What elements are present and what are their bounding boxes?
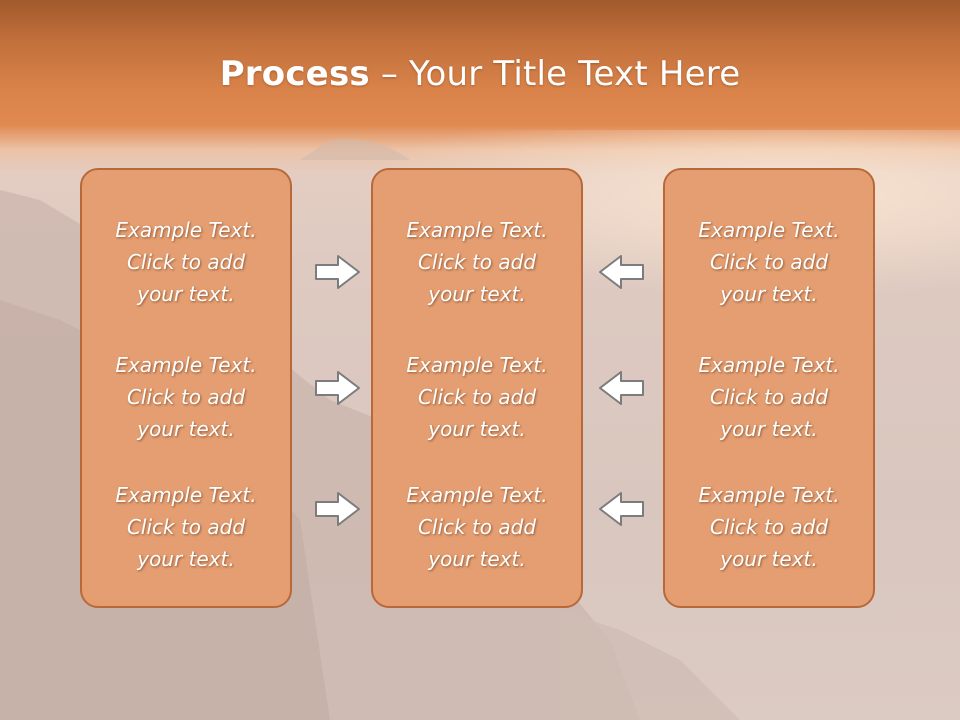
text-line: your text. <box>137 547 235 571</box>
text-line: Example Text. <box>698 353 840 377</box>
text-line: your text. <box>428 282 526 306</box>
arrow-left-icon[interactable] <box>597 369 645 407</box>
text-block[interactable]: Example Text. Click to add your text. <box>373 479 581 575</box>
text-block[interactable]: Example Text. Click to add your text. <box>665 479 873 575</box>
title-bold-word: Process <box>219 54 370 94</box>
text-block[interactable]: Example Text. Click to add your text. <box>82 479 290 575</box>
text-block[interactable]: Example Text. Click to add your text. <box>665 349 873 445</box>
text-line: Example Text. <box>406 353 548 377</box>
text-line: your text. <box>137 417 235 441</box>
text-line: Click to add <box>126 515 246 539</box>
text-line: Click to add <box>709 515 829 539</box>
title-text: – Your Title Text Here <box>369 54 741 94</box>
text-line: Example Text. <box>698 218 840 242</box>
text-line: Click to add <box>417 385 537 409</box>
text-block[interactable]: Example Text. Click to add your text. <box>82 214 290 310</box>
arrow-right-icon[interactable] <box>314 490 362 528</box>
arrow-left-icon[interactable] <box>597 490 645 528</box>
text-line: Example Text. <box>698 483 840 507</box>
arrow-left-icon[interactable] <box>597 253 645 291</box>
process-box-right[interactable]: Example Text. Click to add your text. Ex… <box>663 168 875 608</box>
text-line: Example Text. <box>406 483 548 507</box>
text-line: your text. <box>720 547 818 571</box>
text-block[interactable]: Example Text. Click to add your text. <box>665 214 873 310</box>
text-line: Click to add <box>417 250 537 274</box>
text-line: your text. <box>137 282 235 306</box>
text-line: Example Text. <box>115 483 257 507</box>
text-line: Example Text. <box>115 353 257 377</box>
text-line: Click to add <box>709 385 829 409</box>
text-line: Example Text. <box>115 218 257 242</box>
slide-title[interactable]: Process – Your Title Text Here <box>0 52 960 96</box>
text-line: your text. <box>720 417 818 441</box>
arrow-right-icon[interactable] <box>314 253 362 291</box>
text-line: Example Text. <box>406 218 548 242</box>
arrow-right-icon[interactable] <box>314 369 362 407</box>
process-box-left[interactable]: Example Text. Click to add your text. Ex… <box>80 168 292 608</box>
text-line: your text. <box>428 417 526 441</box>
text-block[interactable]: Example Text. Click to add your text. <box>373 349 581 445</box>
text-line: Click to add <box>126 250 246 274</box>
text-block[interactable]: Example Text. Click to add your text. <box>82 349 290 445</box>
text-line: your text. <box>720 282 818 306</box>
process-box-center[interactable]: Example Text. Click to add your text. Ex… <box>371 168 583 608</box>
text-line: your text. <box>428 547 526 571</box>
text-block[interactable]: Example Text. Click to add your text. <box>373 214 581 310</box>
text-line: Click to add <box>126 385 246 409</box>
text-line: Click to add <box>417 515 537 539</box>
text-line: Click to add <box>709 250 829 274</box>
